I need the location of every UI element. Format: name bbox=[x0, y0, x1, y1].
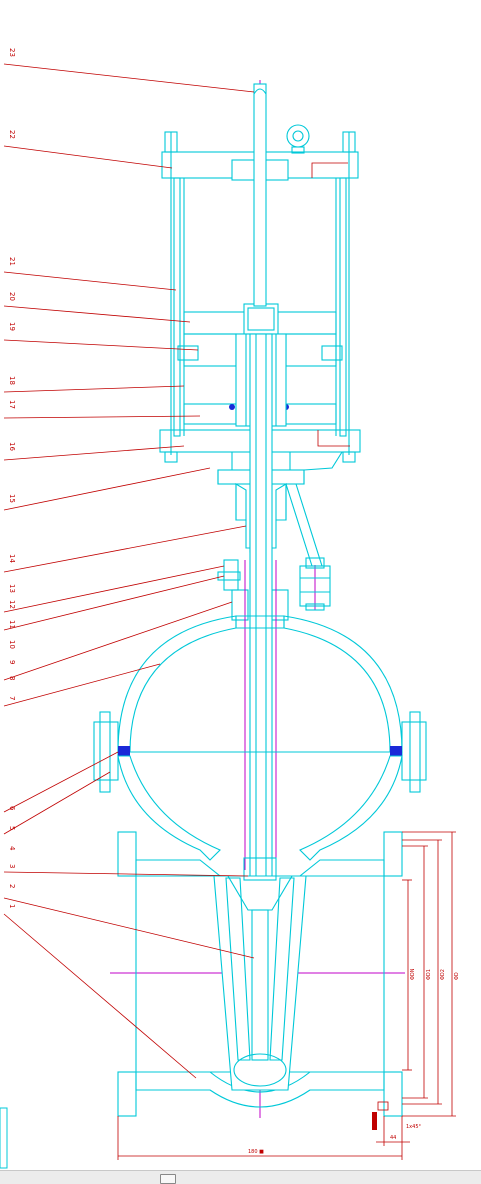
yoke bbox=[178, 451, 343, 621]
callout-1: 1 bbox=[8, 904, 16, 908]
dim-overall-length: 180 ■ bbox=[248, 1149, 264, 1155]
leader-lines bbox=[3, 63, 255, 1079]
callout-2: 2 bbox=[8, 884, 16, 888]
dim-d2: ΦD2 bbox=[440, 969, 446, 980]
dim-flange-thickness: 44 bbox=[390, 1135, 396, 1141]
horizontal-scrollbar[interactable] bbox=[0, 1170, 481, 1184]
callout-21: 21 bbox=[8, 257, 16, 266]
valve-stem bbox=[244, 83, 277, 883]
callout-12: 12 bbox=[8, 600, 16, 609]
callout-23: 23 bbox=[8, 48, 16, 57]
callout-19: 19 bbox=[8, 322, 16, 331]
callout-7: 7 bbox=[8, 696, 16, 700]
callout-9: 9 bbox=[8, 660, 16, 664]
dimensions: ΦDN ΦD1 ΦD2 ΦD 180 ■ 44 1x45° bbox=[117, 831, 460, 1160]
callout-17: 17 bbox=[8, 400, 16, 409]
callout-11: 11 bbox=[8, 620, 16, 629]
callout-20: 20 bbox=[8, 292, 16, 301]
bonnet bbox=[93, 615, 427, 861]
dim-dn: ΦDN bbox=[410, 968, 416, 980]
callout-3: 3 bbox=[8, 864, 16, 868]
callout-8: 8 bbox=[8, 676, 16, 680]
callout-15: 15 bbox=[8, 494, 16, 503]
title-block-fragment bbox=[0, 1107, 8, 1169]
callout-22: 22 bbox=[8, 130, 16, 139]
callout-14: 14 bbox=[8, 554, 16, 563]
valve-body bbox=[117, 831, 403, 1117]
callout-16: 16 bbox=[8, 442, 16, 451]
callout-labels: 23 22 21 20 19 18 17 16 15 14 13 12 11 1… bbox=[8, 48, 16, 908]
dim-d: ΦD bbox=[454, 972, 460, 980]
callout-10: 10 bbox=[8, 640, 16, 649]
callout-13: 13 bbox=[8, 584, 16, 593]
callout-6: 6 bbox=[8, 806, 16, 811]
dim-chamfer: 1x45° bbox=[406, 1124, 422, 1130]
dim-d1: ΦD1 bbox=[426, 969, 432, 980]
callout-18: 18 bbox=[8, 376, 16, 385]
callout-5: 5 bbox=[8, 826, 16, 830]
callout-4: 4 bbox=[8, 846, 16, 851]
